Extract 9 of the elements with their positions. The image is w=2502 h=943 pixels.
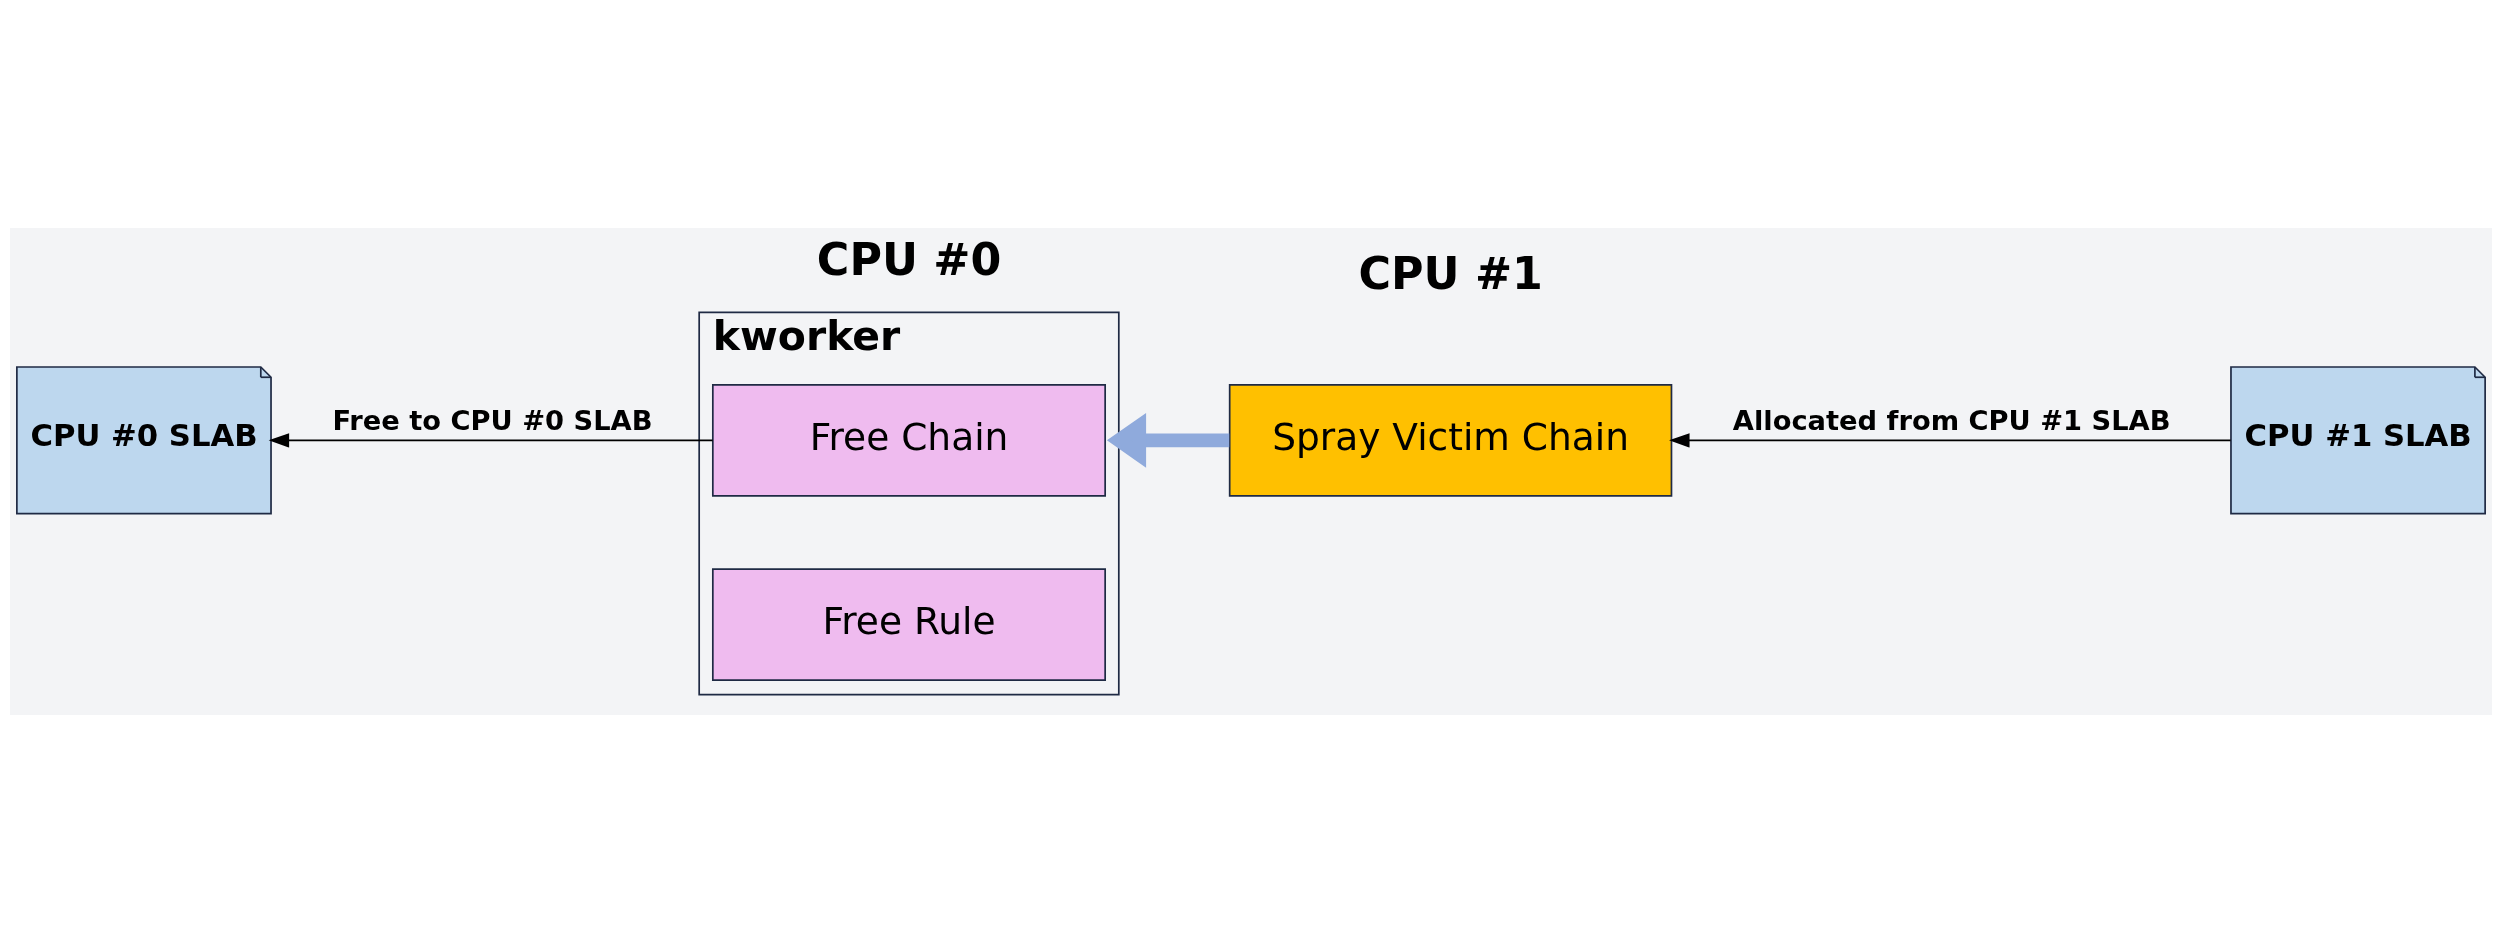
arrow <box>268 433 714 448</box>
label: CPU #0 <box>816 234 1002 286</box>
arrow <box>1669 433 2232 448</box>
node-box: Free Chain <box>711 384 1106 497</box>
label: CPU #1 <box>1358 248 1543 300</box>
edge-label: Allocated from CPU #1 SLAB <box>1732 404 2171 436</box>
edge-label: Free to CPU #0 SLAB <box>332 404 653 436</box>
node-box: Free Rule <box>711 568 1106 681</box>
node-box: Spray Victim Chain <box>1228 384 1673 497</box>
